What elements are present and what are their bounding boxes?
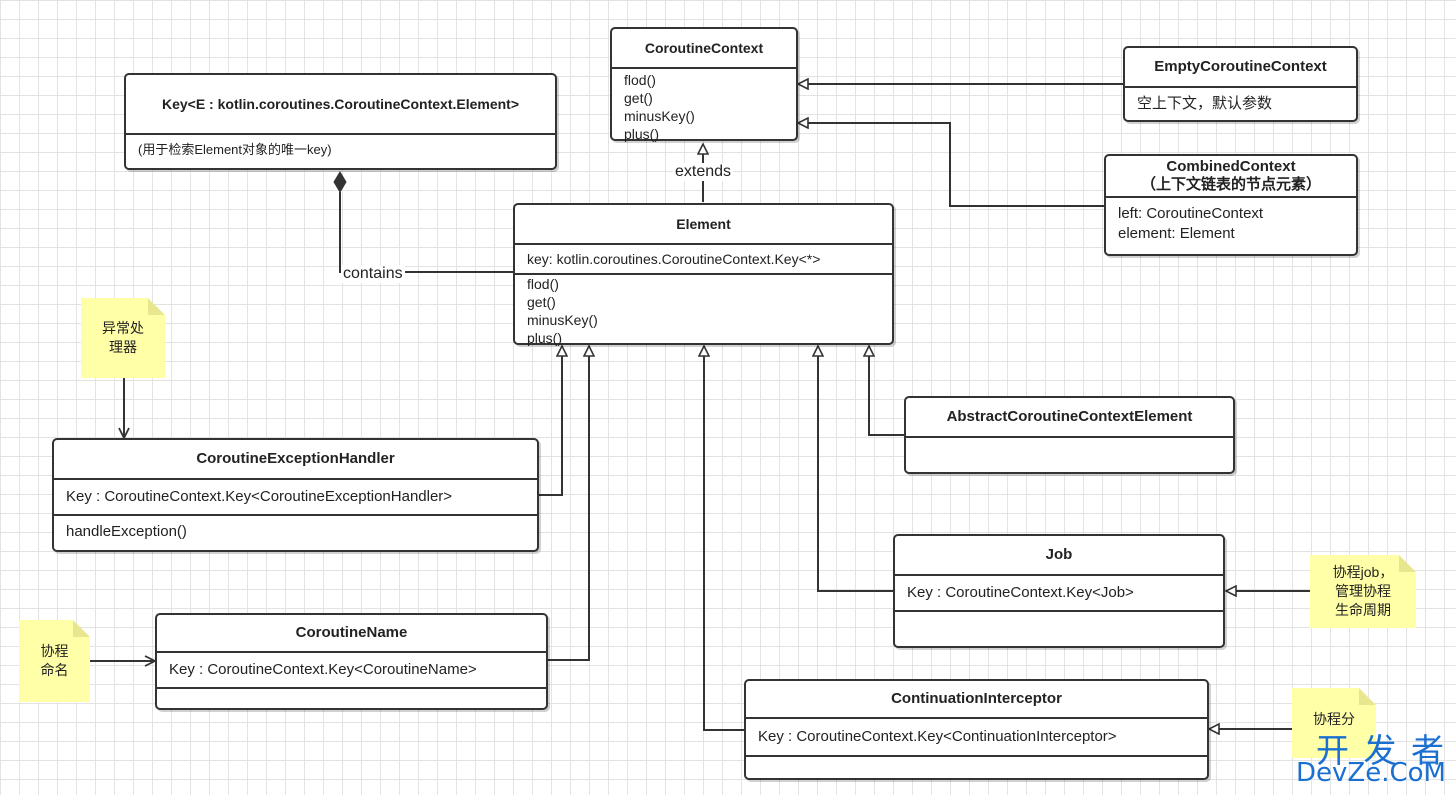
note-exception-handler[interactable]: 异常处 理器 (81, 298, 165, 378)
interceptor-fields: Key : CoroutineContext.Key<ContinuationI… (746, 717, 1207, 755)
exception-handler-fields: Key : CoroutineContext.Key<CoroutineExce… (54, 478, 537, 514)
abstract-element-inherit-line (869, 346, 904, 436)
key-description: (用于检索Element对象的唯一key) (138, 142, 332, 157)
field-key: Key : CoroutineContext.Key<Job> (907, 584, 1134, 601)
method-minuskey: minusKey() (624, 108, 695, 124)
note-coroutine-name[interactable]: 协程 命名 (19, 620, 90, 702)
method-handle-exception: handleException() (66, 523, 187, 540)
element-methods: flod() get() minusKey() plus() (515, 273, 892, 347)
combined-context-name: CombinedContext (1166, 158, 1296, 175)
job-class[interactable]: Job Key : CoroutineContext.Key<Job> (893, 534, 1225, 648)
exception-handler-title: CoroutineExceptionHandler (196, 450, 395, 467)
abstract-element-class[interactable]: AbstractCoroutineContextElement (904, 396, 1235, 474)
method-plus: plus() (527, 330, 563, 346)
job-methods (895, 610, 1223, 646)
coroutine-name-methods (157, 687, 546, 708)
composition-diamond (333, 171, 347, 193)
extends-label: extends (673, 163, 734, 181)
note-exception-line2: 理器 (109, 339, 137, 355)
element-fields: key: kotlin.coroutines.CoroutineContext.… (515, 243, 892, 273)
empty-coroutine-context-title: EmptyCoroutineContext (1154, 58, 1327, 75)
job-inherit-line (818, 346, 893, 592)
element-class[interactable]: Element key: kotlin.coroutines.Coroutine… (513, 203, 894, 347)
coroutine-name-inherit-line (548, 346, 589, 661)
exception-handler-inherit-line (539, 346, 562, 496)
exception-handler-class[interactable]: CoroutineExceptionHandler Key : Coroutin… (52, 438, 539, 552)
interceptor-inherit-line (704, 346, 744, 731)
field-key: Key : CoroutineContext.Key<CoroutineName… (169, 661, 477, 678)
note-name-line2: 命名 (40, 662, 69, 678)
note-interceptor-line1: 协程分 (1313, 711, 1355, 727)
coroutine-context-class[interactable]: CoroutineContext flod() get() minusKey()… (610, 27, 798, 142)
field-key: key: kotlin.coroutines.CoroutineContext.… (527, 251, 821, 267)
method-flod: flod() (624, 72, 656, 88)
key-class-title: Key<E : kotlin.coroutines.CoroutineConte… (161, 96, 520, 112)
combined-context-class[interactable]: CombinedContext （上下文链表的节点元素） left: Corou… (1104, 154, 1358, 256)
note-job-line2: 管理协程 (1335, 583, 1391, 599)
note-job-line3: 生命周期 (1335, 602, 1391, 618)
interceptor-class[interactable]: ContinuationInterceptor Key : CoroutineC… (744, 679, 1209, 780)
interceptor-title: ContinuationInterceptor (891, 690, 1062, 707)
combined-context-fields: left: CoroutineContext element: Element (1106, 196, 1356, 250)
contains-label: contains (341, 265, 405, 283)
coroutine-context-methods: flod() get() minusKey() plus() (612, 67, 796, 145)
method-get: get() (624, 90, 653, 106)
watermark-chinese: 开 发 者 (1316, 731, 1446, 770)
method-plus: plus() (624, 126, 660, 142)
combined-context-title: CombinedContext （上下文链表的节点元素） (1106, 156, 1356, 196)
field-key: Key : CoroutineContext.Key<CoroutineExce… (66, 488, 453, 505)
element-title: Element (676, 216, 731, 232)
field-element: element: Element (1118, 225, 1235, 242)
method-get: get() (527, 294, 556, 310)
method-flod: flod() (527, 276, 559, 292)
coroutine-context-title: CoroutineContext (644, 40, 764, 56)
watermark-latin: DevZe.CoM (1296, 758, 1446, 788)
note-interceptor[interactable]: 协程分 (1292, 688, 1376, 758)
abstract-element-body (906, 436, 1233, 472)
method-minuskey: minusKey() (527, 312, 598, 328)
job-title: Job (1045, 546, 1073, 563)
coroutine-name-class[interactable]: CoroutineName Key : CoroutineContext.Key… (155, 613, 548, 710)
note-exception-line1: 异常处 (102, 320, 144, 336)
field-key: Key : CoroutineContext.Key<ContinuationI… (758, 728, 1117, 745)
coroutine-name-title: CoroutineName (295, 624, 408, 641)
note-name-line1: 协程 (40, 643, 69, 659)
contains-line (339, 192, 513, 273)
combined-context-inherit-line (798, 123, 1104, 207)
exception-handler-methods: handleException() (54, 514, 537, 548)
note-job[interactable]: 协程job， 管理协程 生命周期 (1310, 555, 1416, 628)
empty-coroutine-context-body: 空上下文，默认参数 (1125, 86, 1356, 120)
key-class[interactable]: Key<E : kotlin.coroutines.CoroutineConte… (124, 73, 557, 170)
field-left: left: CoroutineContext (1118, 205, 1264, 222)
key-class-body: (用于检索Element对象的唯一key) (126, 133, 555, 165)
job-fields: Key : CoroutineContext.Key<Job> (895, 574, 1223, 610)
empty-coroutine-context-class[interactable]: EmptyCoroutineContext 空上下文，默认参数 (1123, 46, 1358, 122)
empty-context-description: 空上下文，默认参数 (1137, 95, 1273, 112)
abstract-element-title: AbstractCoroutineContextElement (946, 408, 1193, 425)
note-job-line1: 协程job， (1332, 564, 1394, 580)
coroutine-name-fields: Key : CoroutineContext.Key<CoroutineName… (157, 651, 546, 687)
combined-context-subtitle: （上下文链表的节点元素） (1140, 176, 1321, 193)
interceptor-methods (746, 755, 1207, 777)
